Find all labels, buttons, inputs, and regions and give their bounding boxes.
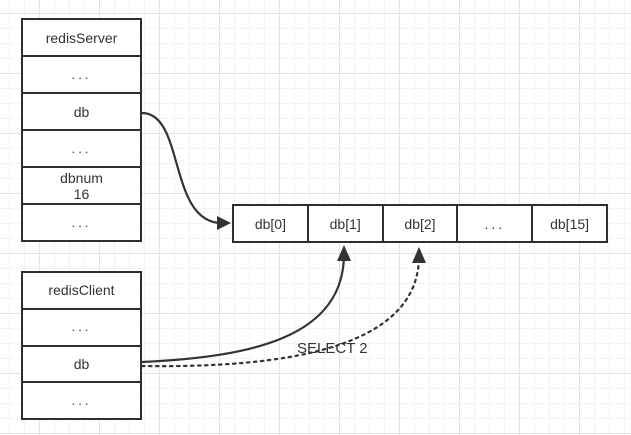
db-array-cell-ellipsis: ... [456,206,531,241]
db-array-cell-1: db[1] [306,206,382,241]
redis-server-dbnum-field: dbnum 16 [23,166,140,203]
client-db-to-db2-dotted-arrow [140,247,426,368]
dbnum-value: 16 [73,185,90,202]
server-db-to-array-arrow [141,111,231,230]
redis-server-title: redisServer [45,29,118,46]
redis-server-box: redisServer ... db ... dbnum 16 ... [21,18,142,242]
redis-server-ellipsis-row: ... [23,129,140,166]
db-array-cell-0: db[0] [254,215,286,232]
redis-server-ellipsis-row: ... [23,203,140,240]
redis-client-box: redisClient ... db ... [21,271,142,420]
db-array: db[0] db[1] db[2] ... db[15] [232,204,608,243]
redis-client-ellipsis-row: ... [23,307,140,345]
dbnum-label: dbnum [60,169,103,186]
db-array-cell-2: db[2] [381,206,457,241]
db-array-cell-15: db[15] [531,206,606,241]
redis-client-title: redisClient [48,282,115,299]
redis-client-ellipsis-row: ... [23,381,140,418]
redis-server-db-field: db [23,92,140,129]
select-command-label: SELECT 2 [297,340,368,357]
redis-server-ellipsis-row: ... [23,55,140,92]
redis-client-db-field: db [23,344,140,382]
